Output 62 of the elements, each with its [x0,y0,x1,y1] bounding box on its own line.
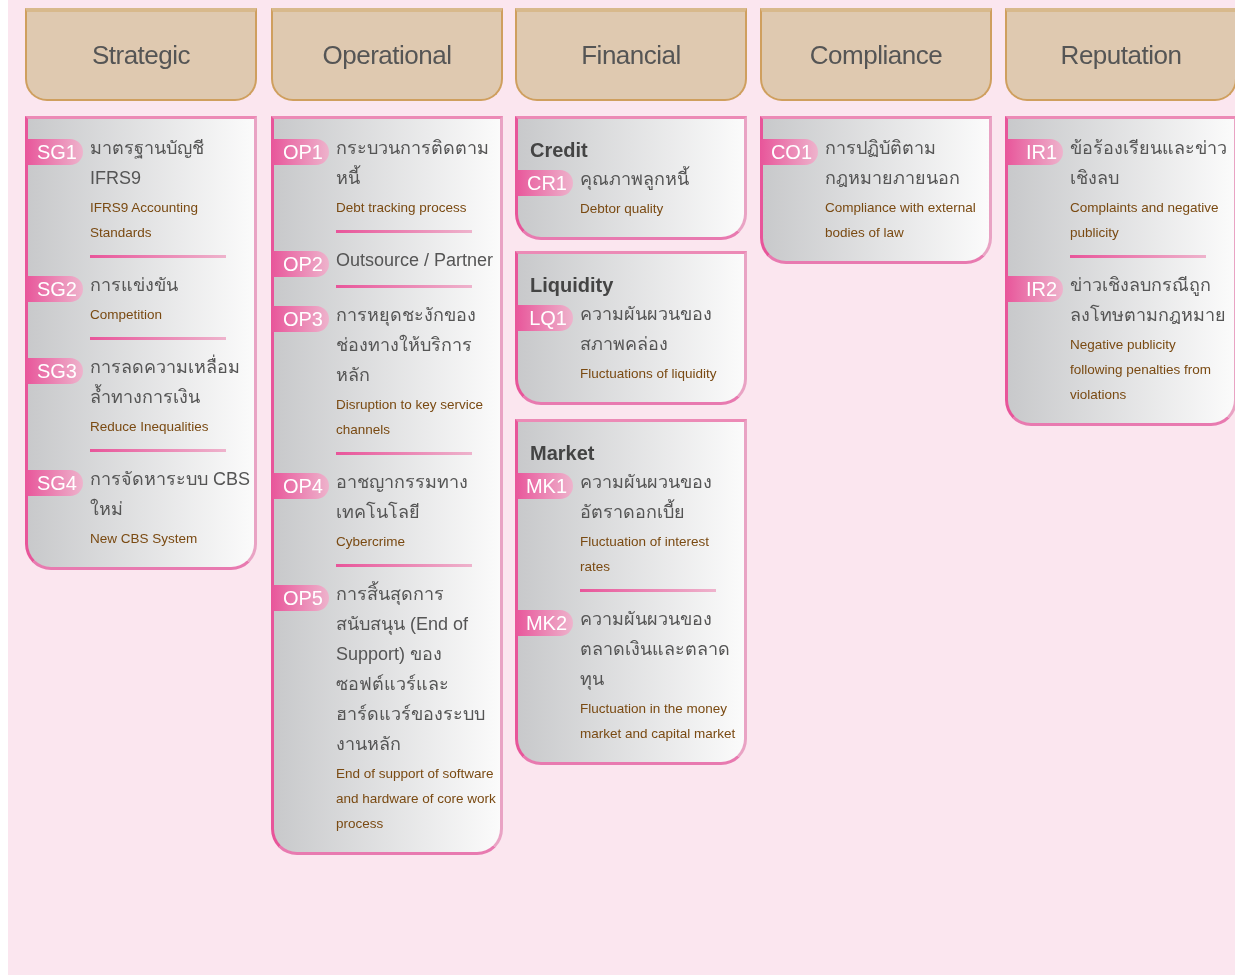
english-caption: Complaints and negative publicity [1070,199,1220,242]
code-badge: OP3 [271,306,329,332]
risk-name: ความผันผวนของอัตราดอกเบี้ย [580,471,713,524]
code-badge: CO1 [760,139,818,165]
category-tab: Compliance [760,8,992,101]
code-badge: MK1 [515,473,573,499]
risk-name: การหยุดชะงักของช่องทางให้บริการหลัก [336,304,477,387]
risk-name: การลดความเหลื่อมล้ำทางการเงิน [90,352,250,412]
code-badge: CR1 [515,170,573,196]
english-caption: End of support of software and hardware of core work process [336,765,497,833]
risk-name: ความผันผวนของตลาดเงินและตลาดทุน [580,608,731,692]
group-heading: Market [530,442,595,465]
english-caption: Fluctuations of liquidity [580,365,718,383]
risk-name: การสิ้นสุดการสนับสนุน (End of Support) ของซอฟต์แวร์และฮาร์ดแวร์ของระบบงานหลัก [336,579,496,759]
risk-name: มาตรฐานบัญชี IFRS9 [90,137,205,190]
category-tab: Financial [515,8,747,101]
english-caption: Debtor quality [580,200,665,218]
risk-name: Outsource / Partner [336,249,495,272]
code-badge: OP5 [271,585,329,611]
code-badge: OP4 [271,473,329,499]
english-caption: Reduce Inequalities [90,418,210,436]
english-caption: Negative publicity following penalties from violations [1070,336,1213,404]
english-caption: Cybercrime [336,533,406,551]
risk-name: คุณภาพลูกหนี้ [580,164,740,194]
english-caption: IFRS9 Accounting Standards [90,199,200,242]
risk-name: ความผันผวนของสภาพคล่อง [580,303,713,356]
group-heading: Credit [530,139,588,162]
code-badge: MK2 [515,610,573,636]
risk-panel [760,116,992,264]
risk-panel [25,116,257,570]
english-caption: Disruption to key service channels [336,396,485,439]
english-caption: Fluctuation of interest rates [580,533,711,576]
code-badge: SG2 [25,276,83,302]
risk-panel [1005,116,1235,426]
risk-name: ข้อร้องเรียนและข่าวเชิงลบ [1070,137,1228,190]
code-badge: SG3 [25,358,83,384]
risk-name: ข่าวเชิงลบกรณีถูกลงโทษตามกฎหมาย [1070,274,1227,327]
code-badge: OP1 [271,139,329,165]
group-heading: Liquidity [530,274,614,297]
risk-name: การจัดหาระบบ CBS ใหม่ [90,468,250,521]
english-caption: Fluctuation in the money market and capital market [580,700,737,743]
code-badge: OP2 [271,251,329,277]
risk-panel [271,116,503,855]
risk-name: อาชญากรรมทางเทคโนโลยี [336,471,469,524]
english-caption: Competition [90,306,164,324]
risk-panel [515,116,747,240]
risk-name: การปฏิบัติตามกฎหมายภายนอก [825,137,961,190]
risk-name: กระบวนการติดตามหนี้ [336,137,490,190]
risk-panel [515,419,747,765]
english-caption: Debt tracking process [336,199,468,217]
english-caption: Compliance with external bodies of law [825,199,977,242]
risk-panel [515,251,747,405]
category-tab: Reputation [1005,8,1235,101]
risk-name: การแข่งขัน [90,274,179,297]
code-badge: SG1 [25,139,83,165]
code-badge: IR1 [1005,139,1063,165]
code-badge: IR2 [1005,276,1063,302]
english-caption: New CBS System [90,530,199,548]
category-tab: Strategic [25,8,257,101]
category-tab: Operational [271,8,503,101]
code-badge: SG4 [25,470,83,496]
code-badge: LQ1 [515,305,573,331]
